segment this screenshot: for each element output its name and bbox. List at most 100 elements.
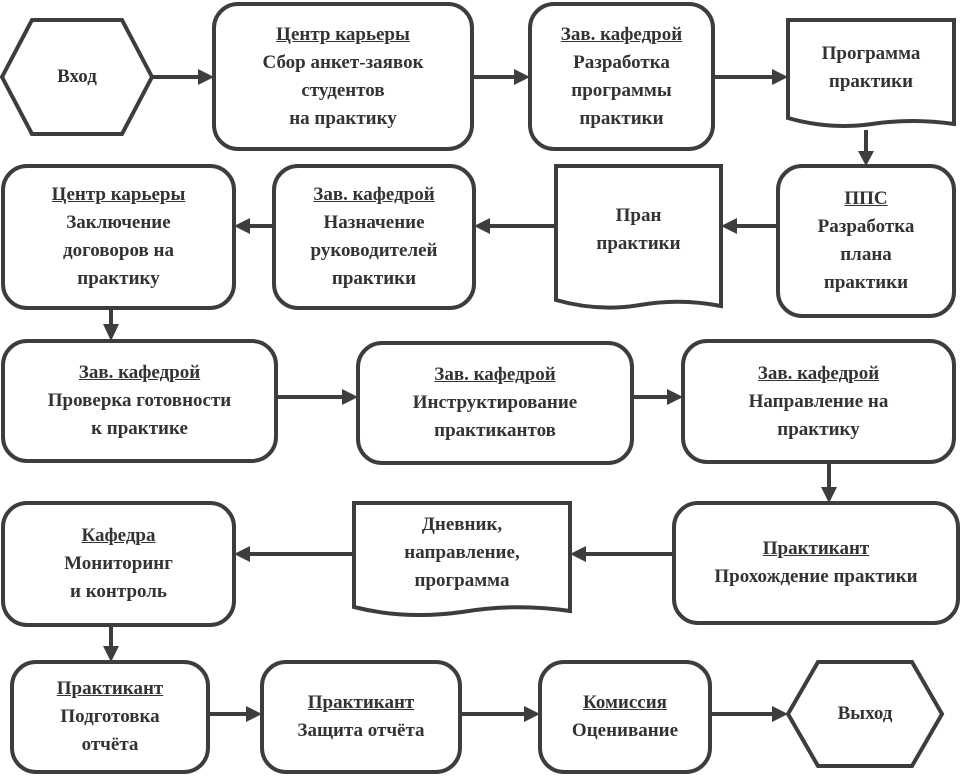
step-text: Прохождение практики [714,566,918,587]
step-text: Оценивание [571,720,679,741]
step-text: договоров на [63,240,174,261]
arrowhead [858,151,874,166]
internship-box [672,501,960,625]
program-document-shape [786,18,956,128]
document-text: направление, [404,542,520,563]
arrowhead [514,69,530,85]
develop-program-box [528,2,715,151]
document-text: Дневник, [421,514,503,535]
contracts-box [1,164,236,310]
exit-label: Выход [837,703,893,724]
report-prep-box [10,660,210,774]
referral-step: Зав. кафедрой Направление на практику [683,341,954,462]
report-prep-step: Практикант Подготовка отчёта [12,662,208,772]
assign-supervisors-box [272,164,476,310]
entry-terminal: Вход [2,20,152,134]
entry-terminal-shape [0,18,155,136]
step-role: Центр карьеры [276,23,410,45]
step-text: плана [840,244,892,265]
step-role: Комиссия [583,692,667,713]
step-text: практики [823,272,909,293]
arrowhead [667,389,683,405]
develop-program-step: Зав. кафедрой Разработка программы практ… [530,4,713,149]
connectors [103,69,874,722]
arrowhead [474,218,490,234]
readiness-check-box [1,339,278,463]
arrowhead [198,69,214,85]
arrowhead [342,389,358,405]
document-text: Программа [821,43,921,64]
arrowhead [234,546,250,562]
step-text: практики [579,107,664,129]
document-text: программа [414,570,510,591]
monitoring-step: Кафедра Мониторинг и контроль [3,503,234,625]
readiness-check-step: Зав. кафедрой Проверка готовности к прак… [3,341,276,461]
step-role: Зав. кафедрой [757,362,880,384]
diary-document-shape [352,501,572,618]
develop-plan-box [776,164,956,318]
arrowhead [103,646,119,662]
step-role: Зав. кафедрой [313,184,435,205]
step-text: Подготовка [60,706,160,727]
program-document: Программа практики [788,20,954,116]
step-role: Кафедра [81,525,156,546]
step-role: Зав. кафедрой [434,364,556,385]
arrowhead [524,706,540,722]
arrowhead [772,706,788,722]
step-text: Защита отчёта [297,720,425,741]
step-text: Заключение [66,212,171,233]
internship-step: Практикант Прохождение практики [674,503,958,623]
document-text: практики [596,233,681,254]
step-text: практики [331,268,417,289]
entry-label: Вход [57,66,97,87]
step-role: Практикант [762,538,870,559]
step-text: Разработка [573,51,670,73]
step-role: Практикант [307,692,415,713]
collect-applications-box [212,2,474,151]
defense-box [260,660,462,774]
step-text: студентов [301,79,385,101]
step-text: Назначение [323,212,425,233]
step-role: Зав. кафедрой [78,362,201,383]
arrowhead [570,546,586,562]
instruction-step: Зав. кафедрой Инструктирование практикан… [358,343,632,463]
contracts-step: Центр карьеры Заключение договоров на пр… [3,166,234,308]
step-text: к практике [91,418,188,439]
step-text: Мониторинг [64,553,173,574]
step-text: Сбор анкет-заявок [262,51,424,73]
step-text: отчёта [81,734,139,755]
step-text: руководителей [310,240,438,261]
document-text: практики [828,71,914,92]
step-text: Разработка [817,216,915,237]
arrowhead [721,218,737,234]
arrowhead [234,218,250,234]
arrowhead [103,324,119,341]
step-text: Инструктирование [412,392,578,413]
collect-applications-step: Центр карьеры Сбор анкет-заявок студенто… [214,4,472,149]
exit-terminal-shape [785,660,945,768]
step-text: практику [77,268,160,289]
step-text: программы [571,79,672,101]
arrowhead [821,487,837,503]
instruction-box [356,341,634,465]
diary-document: Дневник, направление, программа [354,503,570,603]
defense-step: Практикант Защита отчёта [262,662,460,772]
evaluation-step: Комиссия Оценивание [540,662,710,772]
evaluation-box [538,660,712,774]
step-text: Направление на [748,390,889,412]
referral-box [681,339,956,464]
arrowhead [246,706,262,722]
assign-supervisors-step: Зав. кафедрой Назначение руководителей п… [274,166,474,308]
step-role: Центр карьеры [51,184,186,205]
step-text: практикантов [434,420,556,441]
document-text: Пран [615,205,662,226]
step-text: на практику [289,107,397,129]
step-text: и контроль [70,581,167,602]
develop-plan-step: ППС Разработка плана практики [778,166,954,316]
plan-document: Пран практики [556,166,721,294]
plan-document-shape [554,164,723,310]
monitoring-box [1,501,236,627]
exit-terminal: Выход [788,662,942,766]
